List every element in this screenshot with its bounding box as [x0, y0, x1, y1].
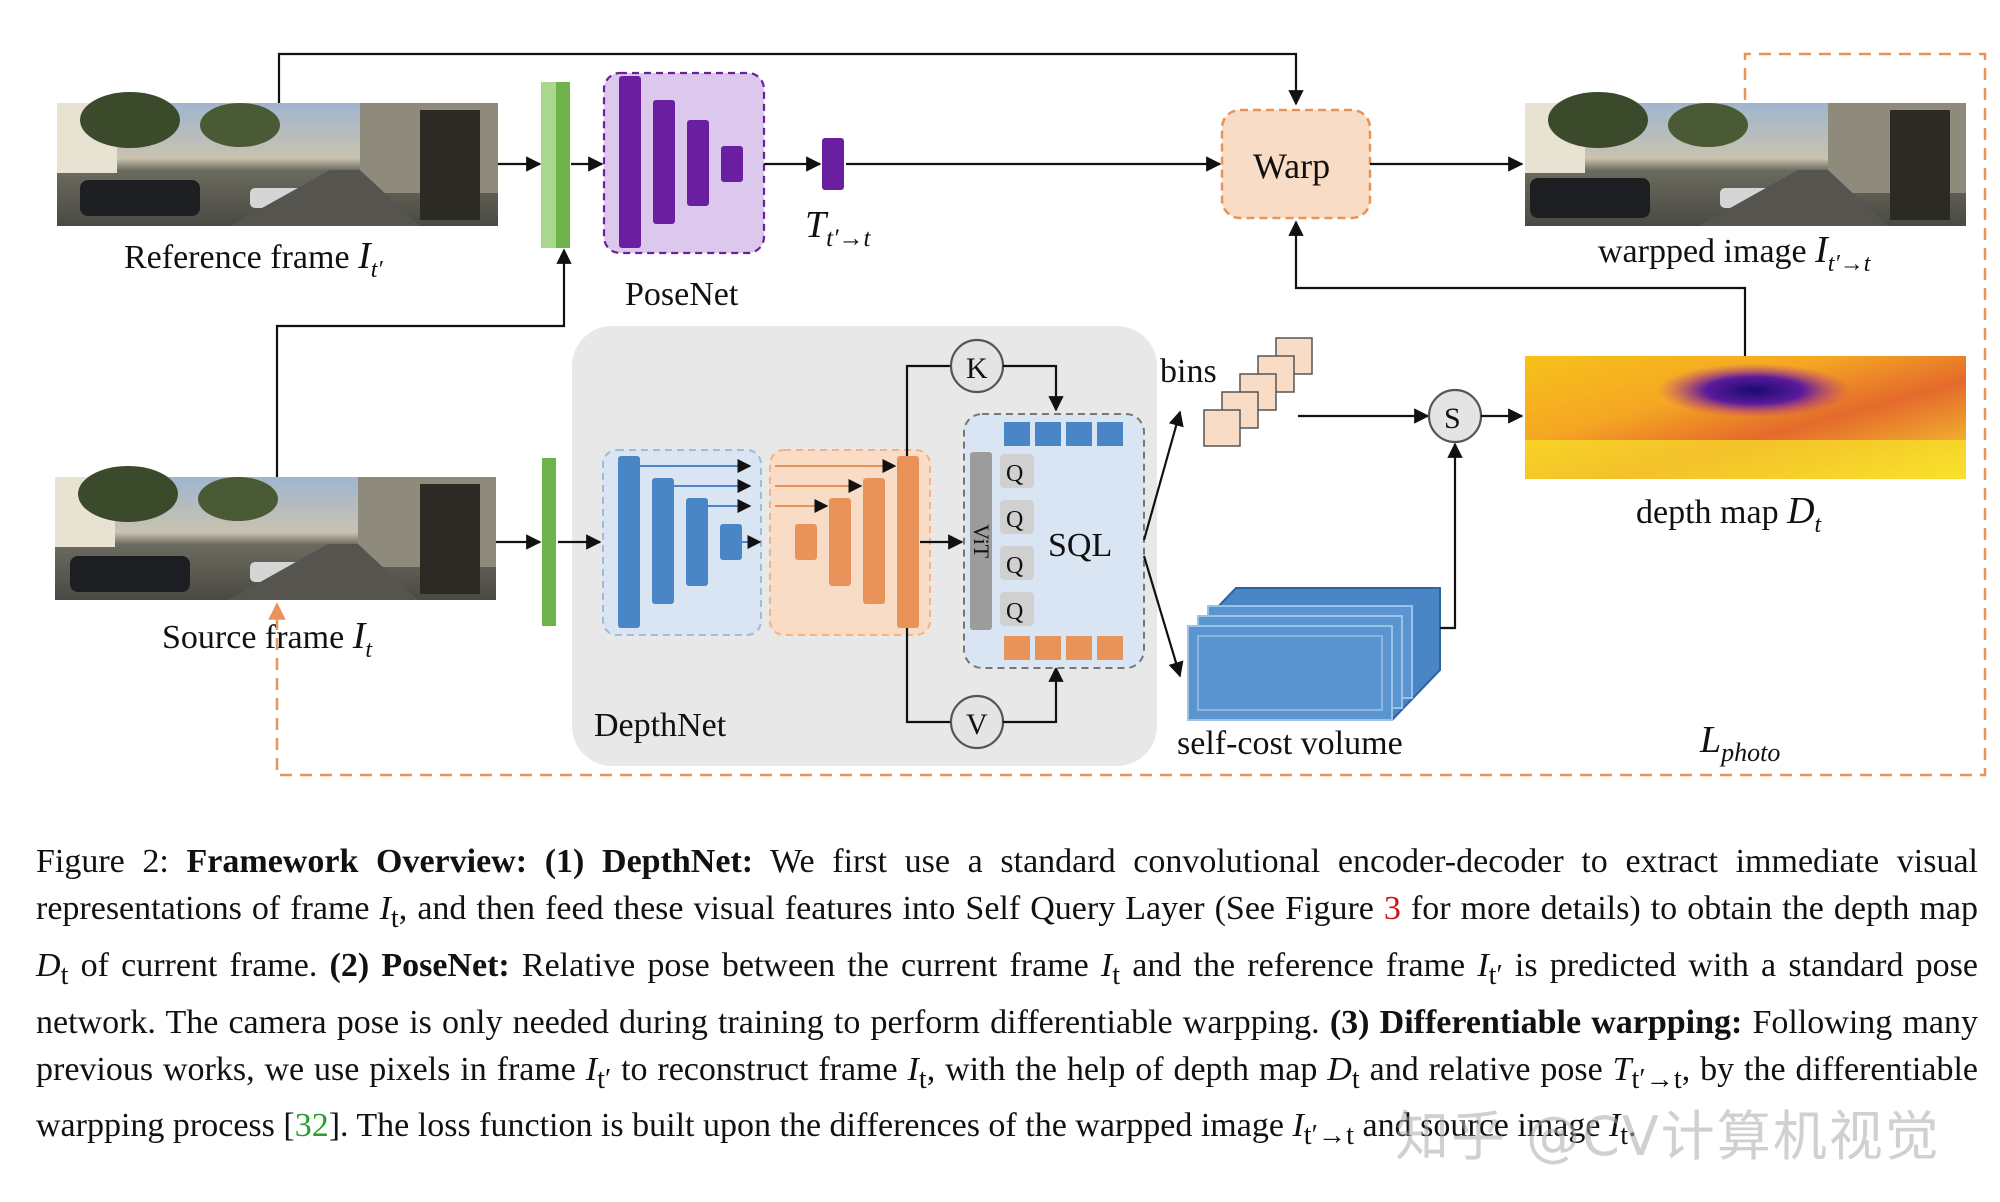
- caption-title: Framework Overview: (1) DepthNet:: [186, 843, 754, 880]
- source-frame-label: Source frame It: [162, 615, 373, 663]
- depth-encoder: [602, 449, 762, 636]
- v-to-sql-arrow: [1003, 666, 1064, 724]
- cost-to-s-arrow: [1440, 442, 1463, 630]
- posenet-block: [602, 71, 766, 255]
- q-label-4: Q: [1006, 599, 1023, 625]
- k-label: K: [966, 352, 988, 385]
- q-label-1: Q: [1006, 461, 1023, 487]
- k-branch: [905, 364, 951, 456]
- pose-label: Tt′→t: [805, 204, 872, 252]
- q-label-2: Q: [1006, 507, 1023, 533]
- sql-block: [963, 413, 1145, 669]
- depth-to-warp-connector: [1288, 220, 1747, 356]
- photo-loss-loop: [268, 52, 1987, 777]
- posenet-label: PoseNet: [625, 276, 739, 313]
- figure-ref-link[interactable]: 3: [1383, 890, 1401, 927]
- photo-loss-label: Lphoto: [1699, 719, 1780, 767]
- source-to-pose-connector: [275, 248, 572, 477]
- vit-label: ViT: [969, 524, 994, 559]
- reference-frame-image: [57, 92, 498, 226]
- sql-label: SQL: [1048, 527, 1112, 564]
- bins-stack: [1203, 337, 1313, 447]
- warp-label: Warp: [1253, 146, 1330, 186]
- figure-caption: Figure 2: Framework Overview: (1) DepthN…: [36, 843, 1978, 1152]
- pose-input-stack: [541, 82, 570, 248]
- ref-to-warp-connector: [277, 52, 1304, 106]
- q-label-3: Q: [1006, 553, 1023, 579]
- v-label: V: [966, 708, 988, 741]
- self-cost-volume-label: self-cost volume: [1177, 725, 1403, 762]
- k-to-sql-arrow: [1003, 364, 1064, 412]
- warped-image-label: warpped image It′→t: [1598, 229, 1872, 277]
- self-cost-volume: [1187, 587, 1441, 721]
- depth-input-bar: [542, 458, 556, 626]
- depth-decoder: [769, 449, 931, 636]
- sql-to-cost-arrow: [1142, 555, 1184, 678]
- watermark: 知乎 @CV计算机视觉: [1395, 1105, 1941, 1168]
- warped-image: [1525, 92, 1966, 226]
- v-branch: [905, 628, 951, 724]
- s-label: S: [1444, 402, 1461, 435]
- depth-map-label: depth map Dt: [1636, 490, 1823, 538]
- sql-to-bins-arrow: [1142, 410, 1184, 541]
- source-frame-image: [55, 466, 496, 600]
- reference-frame-label: Reference frame It′: [124, 235, 383, 283]
- depth-map-image: [1525, 356, 1966, 479]
- bins-label: bins: [1160, 353, 1217, 390]
- caption-fig-no: Figure 2:: [36, 843, 187, 880]
- depthnet-label: DepthNet: [594, 707, 727, 744]
- pose-vector: [822, 138, 844, 190]
- citation-link[interactable]: 32: [294, 1107, 329, 1145]
